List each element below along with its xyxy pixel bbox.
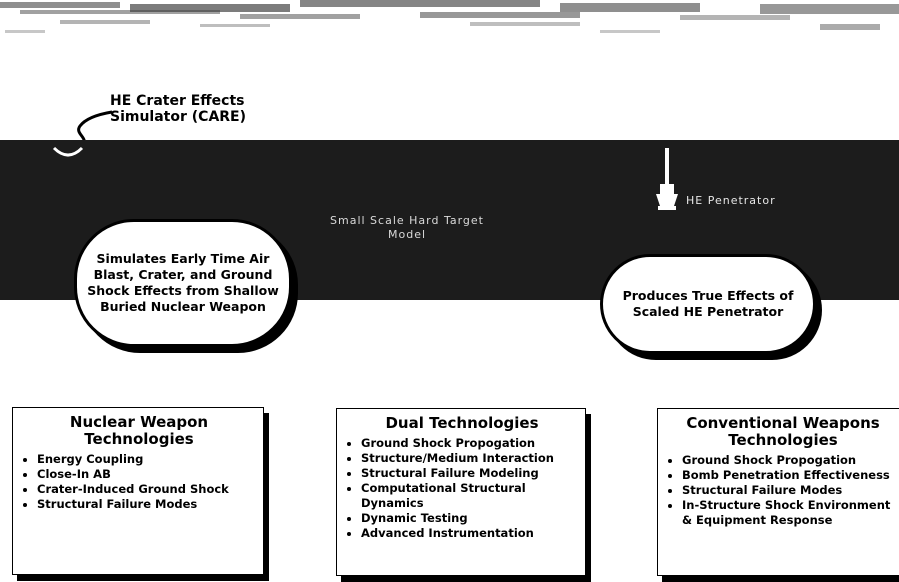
list-item: Dynamic Testing <box>361 511 577 526</box>
list-item: In-Structure Shock Environment & Equipme… <box>682 498 898 528</box>
list-item: Advanced Instrumentation <box>361 526 577 541</box>
list-item: Crater-Induced Ground Shock <box>37 482 255 497</box>
panel-list: Energy Coupling Close-In AB Crater-Induc… <box>23 452 255 512</box>
panel-list: Ground Shock Propogation Structure/Mediu… <box>347 436 577 541</box>
list-item: Bomb Penetration Effectiveness <box>682 468 898 483</box>
scan-noise-strip <box>0 0 899 33</box>
panel-title: Nuclear Weapon Technologies <box>69 413 209 448</box>
list-item: Close-In AB <box>37 467 255 482</box>
list-item: Ground Shock Propogation <box>361 436 577 451</box>
dual-technologies-panel: Dual Technologies Ground Shock Propogati… <box>336 408 586 576</box>
panel-title: Dual Technologies <box>385 414 539 432</box>
nuclear-technologies-panel: Nuclear Weapon Technologies Energy Coupl… <box>12 407 264 575</box>
hard-target-label: Small Scale Hard Target Model <box>330 214 484 241</box>
list-item: Ground Shock Propogation <box>682 453 898 468</box>
list-item: Computational Structural Dynamics <box>361 481 577 511</box>
penetrator-effects-cloud: Produces True Effects of Scaled HE Penet… <box>600 254 816 354</box>
list-item: Structural Failure Modes <box>682 483 898 498</box>
panel-title: Conventional Weapons Technologies <box>686 414 880 449</box>
care-callout-label: HE Crater Effects Simulator (CARE) <box>110 93 247 125</box>
penetrator-effects-cloud-text: Produces True Effects of Scaled HE Penet… <box>622 288 794 319</box>
penetrator-label: HE Penetrator <box>686 194 776 207</box>
panel-list: Ground Shock Propogation Bomb Penetratio… <box>668 453 898 528</box>
list-item: Structure/Medium Interaction <box>361 451 577 466</box>
nuclear-effects-cloud-text: Simulates Early Time Air Blast, Crater, … <box>87 251 279 314</box>
care-device-icon <box>52 146 84 157</box>
conventional-technologies-panel: Conventional Weapons Technologies Ground… <box>657 408 899 576</box>
nuclear-effects-cloud: Simulates Early Time Air Blast, Crater, … <box>74 219 292 347</box>
penetrator-icon <box>656 148 678 210</box>
list-item: Energy Coupling <box>37 452 255 467</box>
list-item: Structural Failure Modes <box>37 497 255 512</box>
list-item: Structural Failure Modeling <box>361 466 577 481</box>
